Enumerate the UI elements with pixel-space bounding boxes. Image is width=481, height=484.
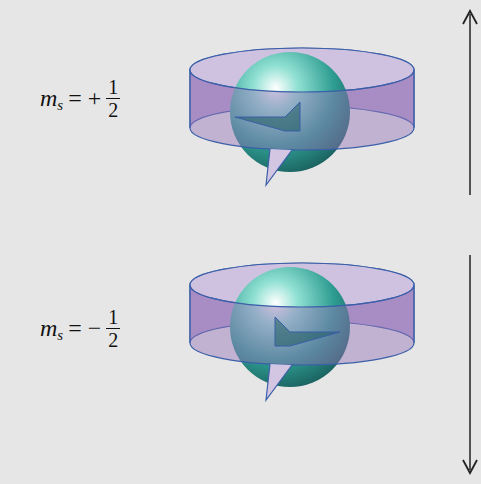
numerator: 1 <box>106 76 120 99</box>
subscript-s: s <box>57 327 63 344</box>
fraction: 12 <box>106 306 120 351</box>
spin-quantum-number: ms = +12 <box>40 76 120 121</box>
denominator: 2 <box>106 99 120 121</box>
denominator: 2 <box>106 329 120 351</box>
spin-down-figure <box>190 255 477 473</box>
spin-up-figure <box>190 11 477 195</box>
equals-sign: = − <box>68 315 101 342</box>
symbol-m: m <box>40 315 57 342</box>
spin-quantum-number: ms = −12 <box>40 306 120 351</box>
symbol-m: m <box>40 85 57 112</box>
fraction: 12 <box>106 76 120 121</box>
numerator: 1 <box>106 306 120 329</box>
subscript-s: s <box>57 97 63 114</box>
equals-sign: = + <box>68 85 101 112</box>
